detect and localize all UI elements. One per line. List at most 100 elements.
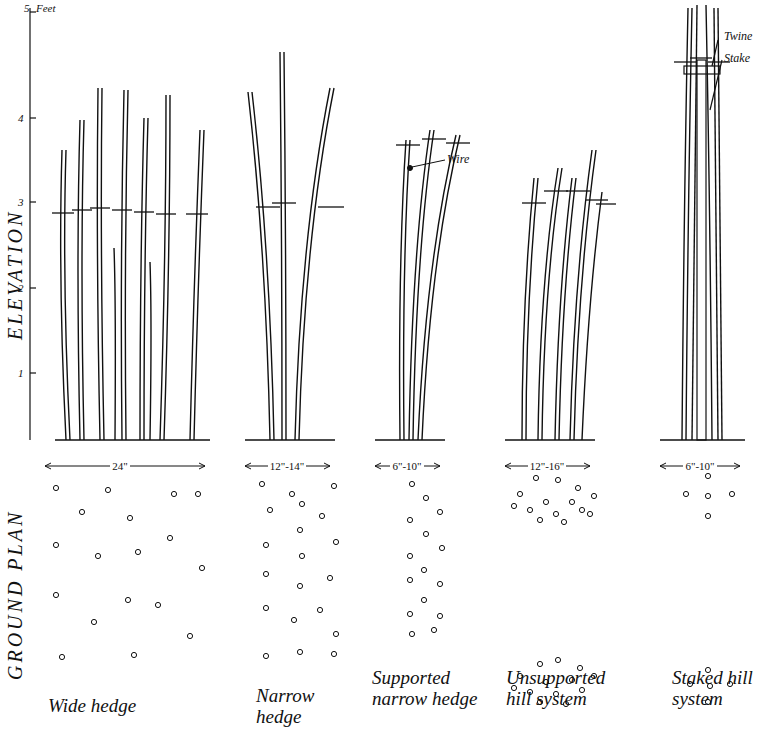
stake: [684, 40, 722, 440]
hole-mark: [407, 577, 412, 582]
dimension: 12"-14": [268, 460, 307, 472]
hole-mark: [95, 553, 100, 558]
hole-mark: [533, 475, 538, 480]
hole-mark: [407, 611, 412, 616]
hole-mark: [125, 597, 130, 602]
axis-number: 3: [18, 196, 24, 208]
wire: [408, 160, 446, 171]
hole-mark: [437, 581, 442, 586]
hole-mark: [705, 513, 710, 518]
hole-mark: [575, 485, 580, 490]
hole-mark: [437, 509, 442, 514]
system-caption: Supported narrow hedge: [372, 668, 482, 710]
hole-mark: [569, 499, 574, 504]
hole-mark: [267, 507, 272, 512]
canes: [61, 5, 722, 440]
hole-mark: [105, 487, 110, 492]
hole-mark: [333, 539, 338, 544]
hole-mark: [59, 654, 64, 659]
section-heading: GROUND PLAN: [4, 510, 26, 680]
hole-mark: [289, 491, 294, 496]
hole-mark: [705, 493, 710, 498]
axis: [30, 8, 36, 440]
hole-mark: [167, 535, 172, 540]
hole-mark: [683, 491, 688, 496]
hole-mark: [407, 517, 412, 522]
hole-mark: [555, 657, 560, 662]
hole-mark: [263, 542, 268, 547]
system-caption: Unsupported hill system: [506, 668, 611, 710]
axis-unit: Feet: [36, 2, 56, 14]
system-caption: Staked hill system: [672, 668, 762, 710]
hole-mark: [553, 511, 558, 516]
axis-number: 1: [18, 367, 24, 379]
hole-mark: [511, 503, 516, 508]
hole-mark: [437, 613, 442, 618]
hole-mark: [333, 631, 338, 636]
hole-mark: [299, 553, 304, 558]
callout-label: Wire: [447, 153, 469, 166]
section-heading: ELEVATION: [4, 210, 26, 340]
hole-mark: [187, 633, 192, 638]
dimension: 6"-10": [390, 460, 423, 472]
hole-mark: [421, 597, 426, 602]
hole-mark: [297, 527, 302, 532]
hole-mark: [591, 493, 596, 498]
hole-mark: [431, 627, 436, 632]
hole-mark: [423, 531, 428, 536]
system-caption: Narrow hedge: [256, 686, 336, 728]
hole-mark: [297, 649, 302, 654]
hole-mark: [263, 571, 268, 576]
hole-mark: [91, 619, 96, 624]
hole-mark: [421, 567, 426, 572]
hole-mark: [131, 652, 136, 657]
hole-mark: [543, 499, 548, 504]
hole-mark: [263, 605, 268, 610]
axis-number: 5: [24, 2, 30, 14]
callout-label: Stake: [724, 52, 750, 65]
hole-mark: [263, 653, 268, 658]
hole-mark: [705, 473, 710, 478]
hole-mark: [561, 519, 566, 524]
hole-mark: [527, 507, 532, 512]
dimension: 24": [110, 460, 130, 472]
hole-mark: [155, 602, 160, 607]
hole-mark: [327, 575, 332, 580]
hole-mark: [135, 549, 140, 554]
hole-mark: [317, 607, 322, 612]
hole-mark: [517, 491, 522, 496]
hole-mark: [439, 545, 444, 550]
hole-mark: [537, 661, 542, 666]
dimension: 6"-10": [683, 460, 716, 472]
system-caption: Wide hedge: [48, 696, 168, 717]
hole-mark: [579, 507, 584, 512]
hole-mark: [195, 491, 200, 496]
dimension: 12"-16": [528, 460, 567, 472]
hole-mark: [53, 485, 58, 490]
hole-mark: [199, 565, 204, 570]
hole-mark: [331, 483, 336, 488]
hole-mark: [587, 511, 592, 516]
hole-mark: [409, 481, 414, 486]
hole-mark: [555, 477, 560, 482]
hole-mark: [53, 542, 58, 547]
hole-mark: [409, 631, 414, 636]
hole-mark: [171, 491, 176, 496]
hole-mark: [319, 513, 324, 518]
hole-mark: [423, 495, 428, 500]
pruning-marks: [52, 58, 730, 214]
hole-mark: [297, 583, 302, 588]
hole-mark: [729, 491, 734, 496]
hole-mark: [407, 553, 412, 558]
axis-number: 4: [18, 112, 24, 124]
hole-mark: [259, 481, 264, 486]
hole-mark: [331, 651, 336, 656]
hole-mark: [127, 515, 132, 520]
hole-mark: [291, 617, 296, 622]
hole-mark: [299, 501, 304, 506]
callout-label: Twine: [724, 30, 752, 43]
hole-mark: [537, 517, 542, 522]
hole-mark: [79, 509, 84, 514]
